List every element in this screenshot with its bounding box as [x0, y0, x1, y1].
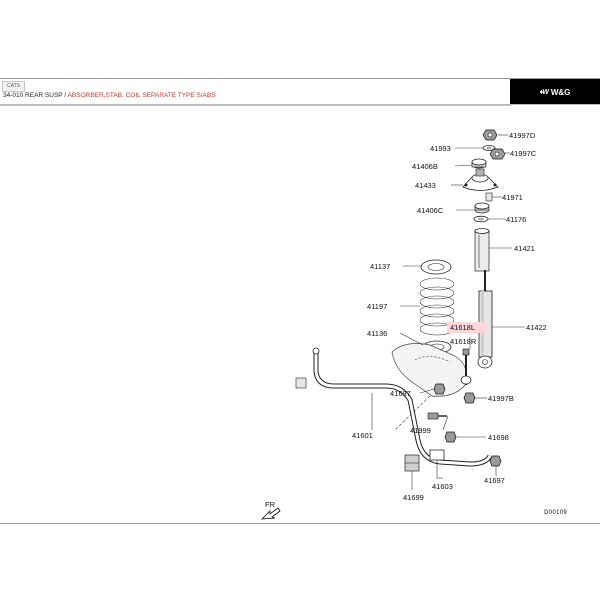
breadcrumb-subgroup: ABSORBER,STAB. COIL SEPARATE TYPE S/ABS [67, 92, 216, 99]
part-label-41698[interactable]: 41698 [488, 433, 509, 442]
part-label-41197[interactable]: 41197 [367, 302, 387, 311]
spring-seat-41137-drawing [420, 259, 452, 275]
leader-lines [371, 134, 525, 490]
part-label-41697-upper[interactable]: 41697 [390, 389, 411, 398]
nut-41997d-drawing [482, 129, 498, 141]
nut-41997c-drawing [489, 148, 506, 160]
part-label-41603[interactable]: 41603 [432, 482, 453, 491]
stabilizer-bar-41601-drawing [295, 347, 493, 467]
part-label-41999[interactable]: 41999 [410, 426, 431, 435]
part-label-41433[interactable]: 41433 [415, 181, 436, 190]
header-separator [0, 104, 600, 105]
bushing-41406b-drawing [471, 158, 487, 169]
washer-41993-drawing [482, 145, 496, 151]
part-label-41697-lower[interactable]: 41697 [484, 476, 505, 485]
part-label-41176[interactable]: 41176 [506, 215, 526, 224]
part-label-41421[interactable]: 41421 [514, 244, 535, 253]
bushing-41406c-drawing [474, 202, 490, 214]
part-label-41422[interactable]: 41422 [526, 323, 547, 332]
part-label-41601[interactable]: 41601 [352, 431, 373, 440]
brand-name: W&G [550, 87, 571, 97]
part-highlight [447, 322, 487, 333]
brand-glyph-icon: ♦W [539, 88, 549, 96]
breadcrumb-group[interactable]: 34-010 REAR SUSP / [3, 92, 68, 99]
collar-41971-drawing [485, 192, 493, 202]
part-label-41137[interactable]: 41137 [370, 262, 390, 271]
stabilizer-link-drawing [460, 348, 472, 385]
breadcrumb: 34-010 REAR SUSP / ABSORBER,STAB. COIL S… [3, 91, 216, 101]
part-label-41618r[interactable]: 41618R [450, 337, 477, 346]
part-label-41406c[interactable]: 41406C [417, 206, 444, 215]
drawing-code: D00109 [544, 510, 567, 516]
part-label-41997b[interactable]: 41997B [488, 394, 514, 403]
mount-41433-drawing [462, 168, 499, 191]
part-label-41993[interactable]: 41993 [430, 144, 451, 153]
fasteners-drawing [427, 383, 502, 467]
shock-41422-drawing [477, 270, 493, 369]
part-label-41997c[interactable]: 41997C [510, 149, 537, 158]
part-drawings [260, 129, 506, 520]
part-label-41997d[interactable]: 41997D [509, 131, 536, 140]
part-label-41699[interactable]: 41699 [403, 493, 424, 502]
catalog-tab[interactable]: CATS [2, 81, 25, 92]
front-arrow-icon [260, 507, 281, 520]
bushing-41699-drawing [404, 454, 420, 472]
boot-41421-drawing [474, 228, 490, 272]
part-label-41136[interactable]: 41136 [367, 329, 387, 338]
part-label-41406b[interactable]: 41406B [412, 162, 438, 171]
part-labels: 41997D 41993 41997C 41406B 41433 41971 4… [265, 131, 547, 509]
washer-41176-drawing [473, 215, 489, 223]
direction-label: FR [265, 500, 276, 509]
part-label-41618l[interactable]: 41618L [450, 323, 475, 332]
clamp-41603-drawing [429, 449, 445, 478]
brand-logo: ♦W W&G [510, 79, 600, 105]
part-label-41971[interactable]: 41971 [502, 193, 523, 202]
